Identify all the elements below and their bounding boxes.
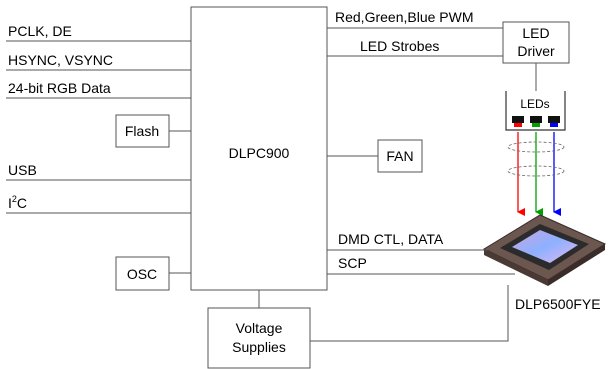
blue-led-icon <box>548 116 560 123</box>
voltage-label-line1: Voltage <box>236 320 283 336</box>
voltage-label-line2: Supplies <box>232 339 286 355</box>
flash-box <box>115 114 170 148</box>
i2c-suffix: C <box>17 195 27 211</box>
red-led-lens <box>514 123 522 127</box>
lens-lower-icon <box>507 165 565 177</box>
i2c-prefix: I <box>8 195 12 211</box>
leds-bracket <box>505 91 566 131</box>
blue-led-lens <box>550 123 558 127</box>
dlpc900-box <box>190 6 328 291</box>
fan-box <box>377 139 423 173</box>
strobes-label: LED Strobes <box>360 38 439 54</box>
leds-label: LEDs <box>520 97 549 111</box>
led-driver-box <box>502 21 570 64</box>
fan-label: FAN <box>386 148 413 164</box>
i2c-superscript: 2 <box>12 194 17 204</box>
hsync-vsync-label: HSYNC, VSYNC <box>8 52 113 68</box>
i2c-label: I2C <box>8 194 27 211</box>
dmd-chip-icon <box>482 214 607 286</box>
dlpc900-label: DLPC900 <box>229 145 290 161</box>
usb-label: USB <box>8 162 37 178</box>
voltage-dmd-link <box>310 285 509 342</box>
pwm-label: Red,Green,Blue PWM <box>335 9 474 25</box>
lens-upper-icon <box>507 141 565 153</box>
green-led-icon <box>530 116 542 123</box>
scp-label: SCP <box>338 255 367 271</box>
red-led-icon <box>512 116 524 123</box>
dmd-label: DLP6500FYE <box>515 296 601 312</box>
osc-box <box>115 256 170 291</box>
dmd-ctl-label: DMD CTL, DATA <box>338 231 444 247</box>
voltage-supplies-box <box>207 307 311 369</box>
osc-label: OSC <box>127 266 157 282</box>
rgb-data-label: 24-bit RGB Data <box>8 80 111 96</box>
led-driver-label-line1: LED <box>522 25 549 41</box>
pclk-de-label: PCLK, DE <box>8 23 72 39</box>
green-led-lens <box>532 123 540 127</box>
led-driver-label-line2: Driver <box>517 43 555 59</box>
flash-label: Flash <box>125 123 159 139</box>
